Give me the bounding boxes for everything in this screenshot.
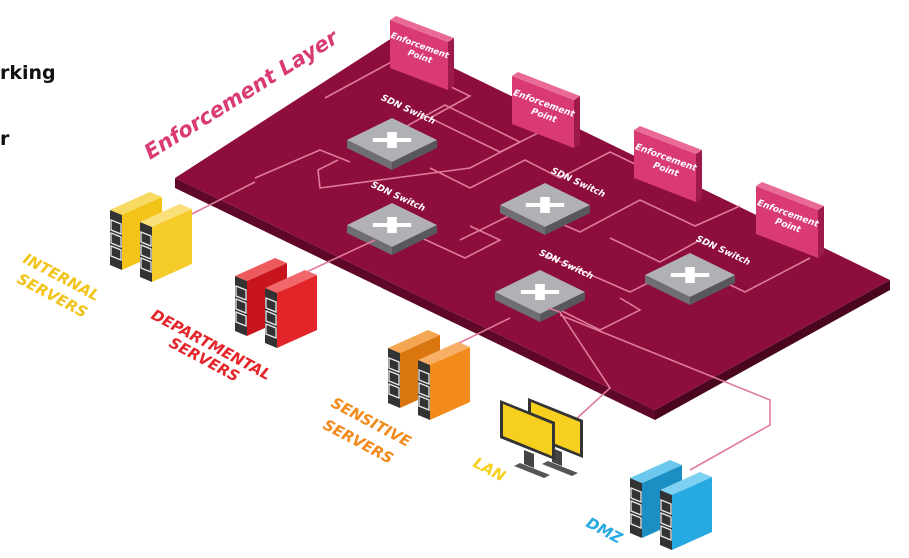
plus-icon <box>372 217 412 233</box>
link-internal <box>179 181 256 221</box>
plus-icon <box>525 197 565 213</box>
plus-icon <box>372 132 412 148</box>
server-icon <box>235 258 317 348</box>
enforcement-points: Enforcement Point Enforcement Point Enfo… <box>389 16 824 258</box>
sdn-switch-5: SDN Switch <box>645 234 751 305</box>
server-icon <box>630 460 712 550</box>
link-dmz <box>559 314 771 471</box>
enforcement-point-3: Enforcement Point <box>634 126 702 202</box>
layer-side-right <box>655 280 890 420</box>
page-title: rking r <box>0 18 56 172</box>
link-lan <box>547 307 612 421</box>
server-icon <box>110 192 192 282</box>
sdn-switch-4: SDN Switch <box>495 248 594 322</box>
endpoint-links <box>179 181 771 471</box>
dmz-label: DMZ <box>583 514 626 548</box>
title-line-1: rking <box>0 62 56 84</box>
plus-icon <box>520 284 560 300</box>
link-departmental <box>299 239 376 276</box>
enforcement-point-2: Enforcement Point <box>512 72 580 148</box>
lan-label: LAN <box>470 454 509 486</box>
plus-icon <box>670 267 710 283</box>
enforcement-point-4: Enforcement Point <box>756 182 824 258</box>
monitor-icon <box>500 398 583 478</box>
endpoint-icons <box>110 192 712 550</box>
layer-side <box>175 178 655 420</box>
title-line-2: r <box>0 128 10 150</box>
server-icon <box>388 330 470 420</box>
enforcement-point-1: Enforcement Point <box>389 16 454 90</box>
